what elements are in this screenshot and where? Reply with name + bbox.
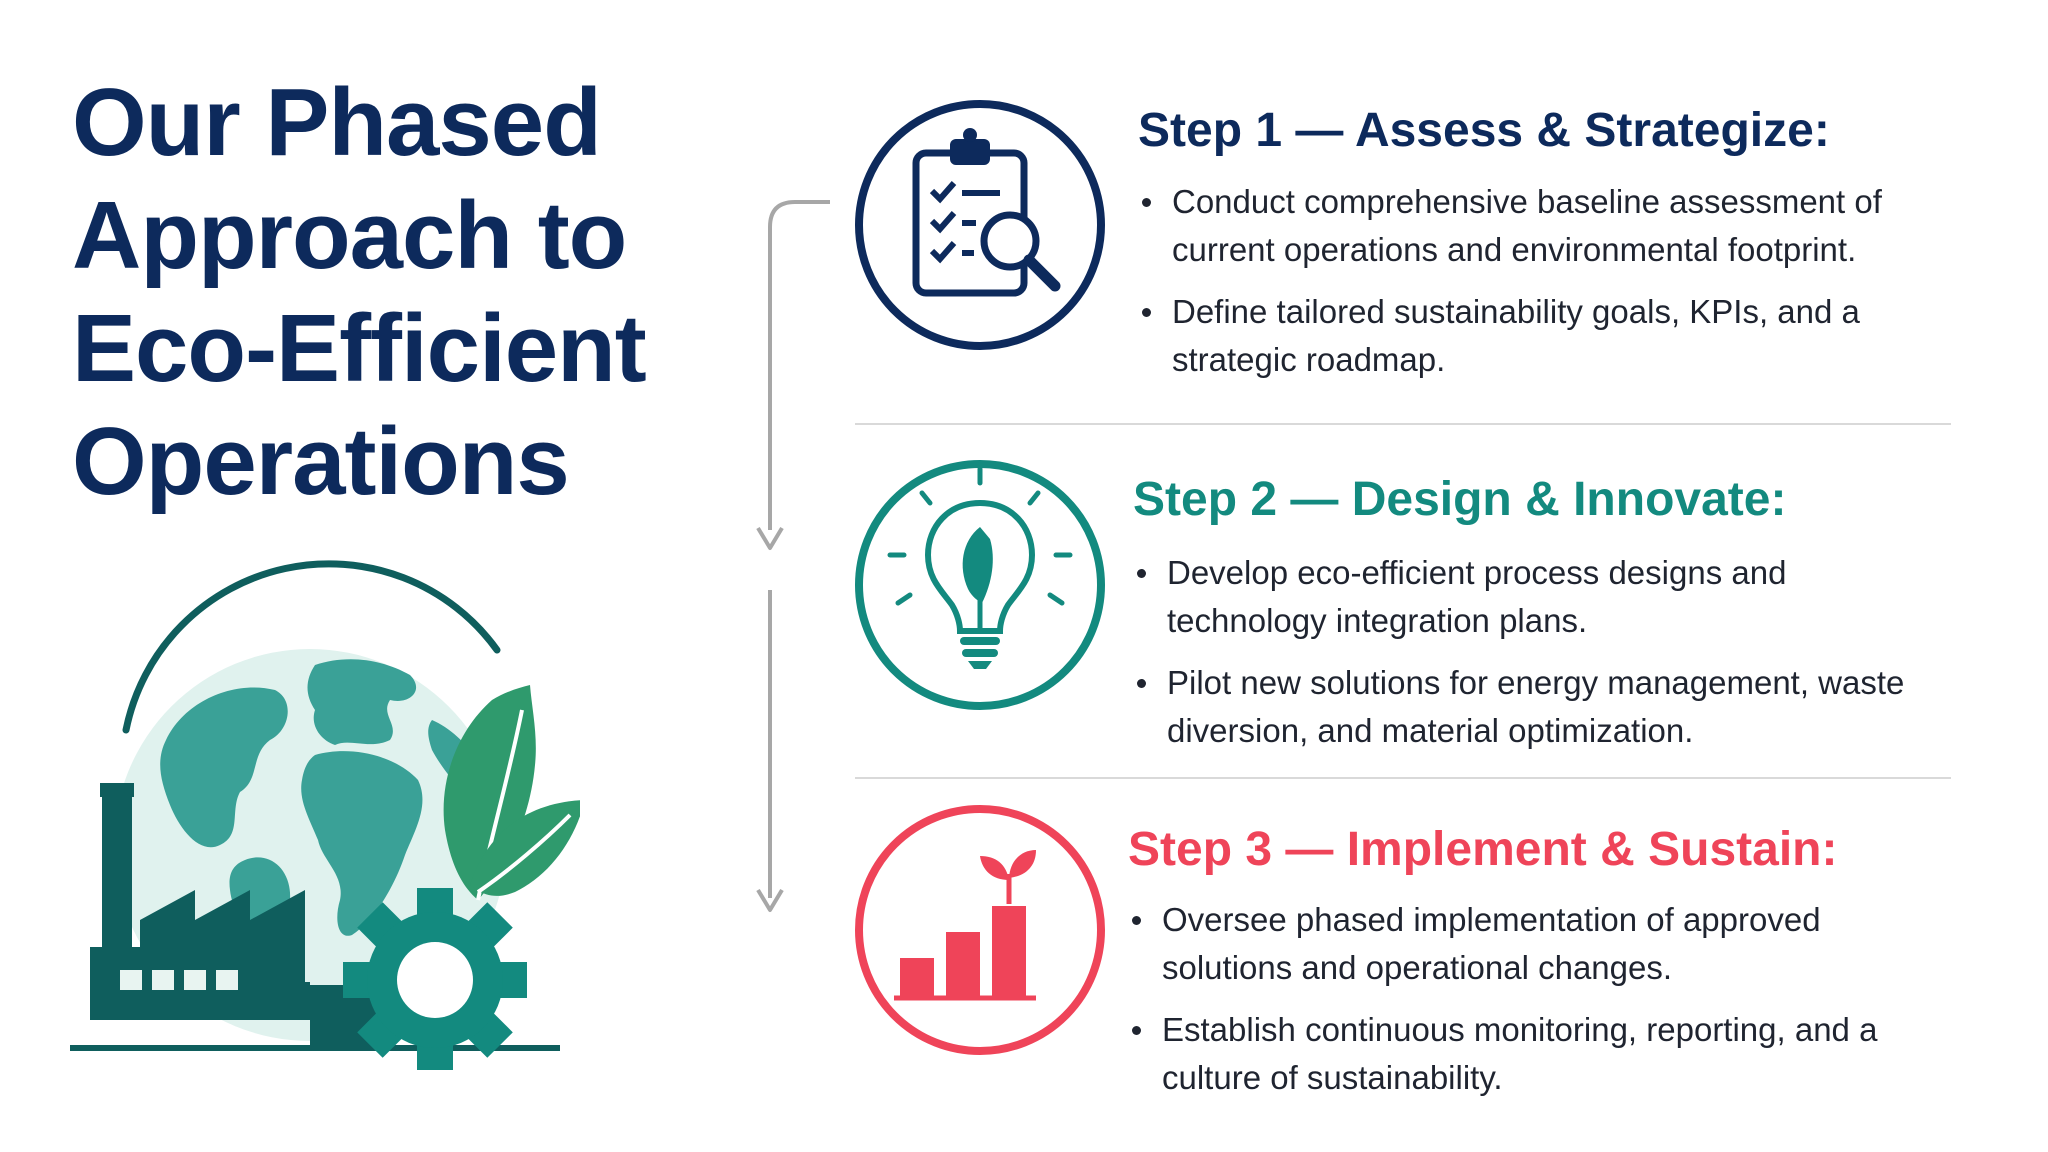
divider <box>855 777 1951 779</box>
step-2-bullet-1: Develop eco-efficient process designs an… <box>1133 549 1927 645</box>
step-1-bullet-1: Conduct comprehensive baseline assessmen… <box>1138 178 1932 274</box>
step-2-bullet-2: Pilot new solutions for energy managemen… <box>1133 659 1927 755</box>
step-2-title: Step 2 — Design & Innovate: <box>1133 473 1787 526</box>
leaf-icon <box>443 685 580 901</box>
flow-connector <box>756 200 830 912</box>
step-1-title: Step 1 — Assess & Strategize: <box>1138 104 1830 157</box>
globe-arc <box>122 560 501 734</box>
step-3-title: Step 3 — Implement & Sustain: <box>1128 823 1838 876</box>
step-2-bullets: Develop eco-efficient process designs an… <box>1133 549 1927 769</box>
step-3-bullet-2: Establish continuous monitoring, reporti… <box>1128 1006 1922 1102</box>
factory-icon <box>70 783 560 1051</box>
step-3-bullets: Oversee phased implementation of approve… <box>1128 896 1922 1116</box>
lightbulb-leaf-icon <box>855 460 1105 710</box>
page-title: Our Phased Approach to Eco-Efficient Ope… <box>72 69 647 515</box>
step-1-bullet-2: Define tailored sustainability goals, KP… <box>1138 288 1932 384</box>
clipboard-search-icon <box>855 100 1105 350</box>
step-3-bullet-1: Oversee phased implementation of approve… <box>1128 896 1922 992</box>
hero-illustration <box>70 560 580 1070</box>
divider <box>855 423 1951 425</box>
step-1-bullets: Conduct comprehensive baseline assessmen… <box>1138 178 1932 398</box>
growth-chart-icon <box>855 805 1105 1055</box>
gear-icon <box>343 888 527 1070</box>
